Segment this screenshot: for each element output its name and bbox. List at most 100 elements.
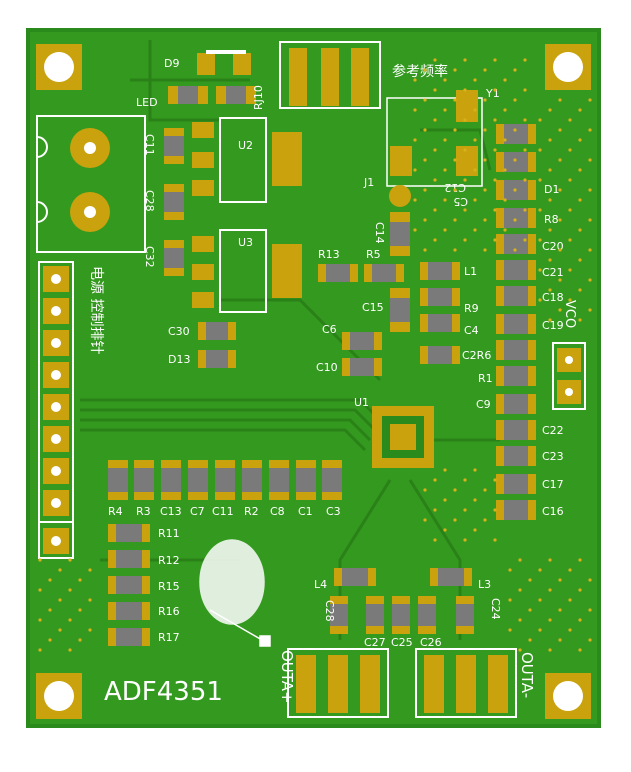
via [483, 98, 487, 102]
via [548, 558, 552, 562]
via [443, 198, 447, 202]
label-c21: C21 [542, 266, 564, 279]
via [503, 198, 507, 202]
right-column-passives [496, 124, 536, 520]
via [88, 598, 92, 602]
via [463, 208, 467, 212]
label-c20: C20 [542, 240, 564, 253]
label-c3: C3 [326, 505, 341, 518]
label-d1: D1 [544, 183, 559, 196]
via [58, 568, 62, 572]
outa-minus-connector [415, 648, 517, 718]
via [588, 578, 592, 582]
via [548, 198, 552, 202]
via [433, 178, 437, 182]
via [473, 78, 477, 82]
label-power-header: 电源 控制排针 [88, 266, 104, 354]
label-l4: L4 [314, 578, 327, 591]
via [463, 88, 467, 92]
label-c11b: C11 [212, 505, 234, 518]
via [443, 228, 447, 232]
via [548, 318, 552, 322]
via [518, 648, 522, 652]
via [513, 158, 517, 162]
label-c11: C11 [143, 134, 156, 156]
label-c17: C17 [542, 478, 564, 491]
via [483, 188, 487, 192]
via [413, 138, 417, 142]
label-c9: C9 [476, 398, 491, 411]
via [433, 148, 437, 152]
via [558, 608, 562, 612]
via [433, 238, 437, 242]
via [548, 288, 552, 292]
via [588, 308, 592, 312]
label-r2: R2 [244, 505, 259, 518]
via [578, 558, 582, 562]
via [493, 58, 497, 62]
label-c30: C30 [168, 325, 190, 338]
label-c16: C16 [542, 505, 564, 518]
via [463, 148, 467, 152]
label-r15: R15 [158, 580, 180, 593]
via [423, 98, 427, 102]
via [588, 278, 592, 282]
via [463, 508, 467, 512]
via [518, 618, 522, 622]
via [568, 208, 572, 212]
via [453, 188, 457, 192]
label-rj10: RJ10 [252, 85, 265, 110]
rf-output-passives [330, 568, 474, 634]
via [578, 618, 582, 622]
via [433, 208, 437, 212]
y1-crystal [386, 90, 483, 187]
via [473, 528, 477, 532]
via [548, 648, 552, 652]
via [88, 628, 92, 632]
via [413, 168, 417, 172]
via [493, 238, 497, 242]
via [568, 568, 572, 572]
label-u2: U2 [238, 139, 253, 152]
via [588, 248, 592, 252]
via [578, 648, 582, 652]
label-c24: C24 [489, 598, 502, 620]
label-c28: C28 [143, 190, 156, 212]
via [558, 578, 562, 582]
label-r5: R5 [366, 248, 381, 261]
via [423, 68, 427, 72]
via [523, 148, 527, 152]
via [463, 238, 467, 242]
via [588, 128, 592, 132]
via [538, 118, 542, 122]
via [503, 138, 507, 142]
via [433, 508, 437, 512]
label-c23: C23 [542, 450, 564, 463]
via [538, 148, 542, 152]
via [443, 498, 447, 502]
via [413, 198, 417, 202]
via [473, 108, 477, 112]
via [493, 148, 497, 152]
via [463, 538, 467, 542]
label-c32: C32 [143, 246, 156, 268]
via [423, 188, 427, 192]
via [493, 508, 497, 512]
via [483, 218, 487, 222]
label-ref-freq: 参考频率 [392, 63, 448, 80]
via [78, 638, 82, 642]
label-r17: R17 [158, 631, 180, 644]
via [38, 588, 42, 592]
via [523, 88, 527, 92]
via [503, 78, 507, 82]
via [568, 298, 572, 302]
board-title: ADF4351 [104, 677, 223, 707]
label-y1: Y1 [485, 87, 500, 100]
via [58, 628, 62, 632]
label-c8: C8 [270, 505, 285, 518]
via [443, 138, 447, 142]
label-c10: C10 [316, 361, 338, 374]
via [558, 128, 562, 132]
via [528, 608, 532, 612]
